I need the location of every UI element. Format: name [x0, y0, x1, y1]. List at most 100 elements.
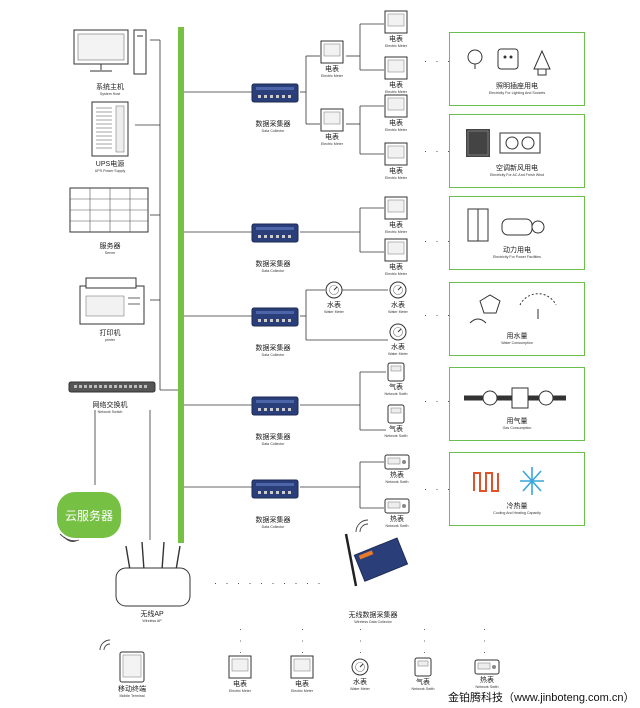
meter-en: Electric Meter	[385, 176, 407, 180]
meter-cn: 电表	[389, 36, 403, 43]
meter-en: Electric Meter	[291, 689, 313, 693]
electric-meter-icon	[384, 56, 408, 85]
meter-cn: 气表	[389, 384, 403, 391]
data-collector-4	[250, 393, 302, 424]
electric-meter-icon	[228, 655, 252, 684]
meter-en: Electric Meter	[385, 230, 407, 234]
electric-meter-icon	[320, 40, 344, 69]
heat-meter-icon	[474, 659, 500, 680]
ups-cn: UPS电源	[95, 161, 125, 168]
meter-cn: 电表	[389, 168, 403, 175]
gas-meter-icon	[413, 657, 433, 682]
data-collector-icon	[251, 223, 299, 243]
electric-meter-icon	[384, 142, 408, 171]
meter-cn: 水表	[390, 344, 405, 351]
data-collector-cn: 数据采集器	[255, 261, 291, 268]
category-illustration	[460, 121, 570, 170]
meter-en: Network Swith	[384, 392, 408, 396]
mobile-terminal-cn: 移动终端	[118, 686, 146, 693]
data-collector-1	[250, 80, 302, 111]
data-collector-3	[250, 304, 302, 335]
meter-cn: 电表	[389, 120, 403, 127]
meter-cn: 热表	[390, 516, 404, 523]
meter-en: Network Swith	[475, 685, 499, 689]
meter-cn: 电表	[389, 264, 403, 271]
meter-en: Water Meter	[388, 310, 408, 314]
category-en: Electricity For Lighting And Sockets	[488, 91, 546, 95]
category-cn: 动力用电	[503, 247, 531, 254]
wireless-ap-en: Wireless AP	[142, 619, 162, 623]
data-collector-en: Data Collector	[261, 129, 285, 133]
heat-meter-icon	[384, 454, 410, 475]
electric-meter-icon	[320, 108, 344, 137]
data-collector-icon	[251, 83, 299, 103]
data-collector-cn: 数据采集器	[255, 517, 291, 524]
category-illustration	[460, 374, 570, 423]
meter-en: Electric Meter	[321, 142, 343, 146]
meter-en: Electric Meter	[229, 689, 251, 693]
electric-meter-icon	[384, 94, 408, 123]
category-en: Electricity For Power Facilities	[493, 255, 541, 259]
meter-en: Network Swith	[411, 687, 435, 691]
meter-cn: 水表	[352, 679, 367, 686]
server-en: Server	[104, 251, 116, 255]
system-host-label: 系统主机 System Host	[96, 84, 124, 97]
meter-cn: 水表	[326, 302, 341, 309]
meter-cn: 电表	[389, 82, 403, 89]
gas-meter-icon	[386, 362, 406, 387]
ellipsis-horizontal: · · ·	[424, 236, 453, 246]
data-collector-en: Data Collector	[261, 442, 285, 446]
wireless-ap-label: 无线AP Wireless AP	[140, 611, 163, 624]
wireless-ap-icon	[115, 541, 191, 607]
printer-en: printer	[104, 338, 116, 342]
electric-meter-icon	[384, 196, 408, 225]
heat-meter-icon	[384, 498, 410, 519]
system-host-icon	[73, 29, 147, 75]
network-switch-en: Network Switch	[97, 410, 123, 414]
meter-cn: 电表	[295, 681, 309, 688]
category-cn: 用气量	[506, 418, 528, 425]
category-en: Gas Consumption	[502, 426, 532, 430]
meter-en: Electric Meter	[385, 272, 407, 276]
electric-meter-icon	[384, 10, 408, 39]
category-cn: 用水量	[506, 333, 528, 340]
ellipsis-horizontal: · · ·	[424, 56, 453, 66]
ellipsis-horizontal: · · ·	[424, 484, 453, 494]
data-collector-icon	[251, 396, 299, 416]
meter-cn: 气表	[416, 679, 430, 686]
printer-cn: 打印机	[99, 330, 121, 337]
company-footer: 金铂腾科技（www.jinboteng.com.cn）	[448, 692, 635, 704]
data-collector-en: Data Collector	[261, 269, 285, 273]
water-meter-icon	[350, 657, 370, 682]
meter-cn: 热表	[480, 677, 494, 684]
data-collector-icon	[251, 479, 299, 499]
printer-icon	[79, 277, 145, 325]
category-illustration	[460, 203, 570, 252]
data-collector-cn: 数据采集器	[255, 345, 291, 352]
network-switch-cn: 网络交换机	[92, 402, 128, 409]
ups-en: UPS Power Supply	[94, 169, 126, 173]
category-illustration	[460, 39, 570, 88]
category-en: Cooling And Heating Capacity	[493, 511, 541, 515]
network-switch-label: 网络交换机 Network Switch	[93, 402, 128, 415]
ellipsis-vertical: · · ·	[356, 628, 366, 657]
category-illustration	[460, 289, 570, 338]
meter-cn: 电表	[325, 134, 339, 141]
